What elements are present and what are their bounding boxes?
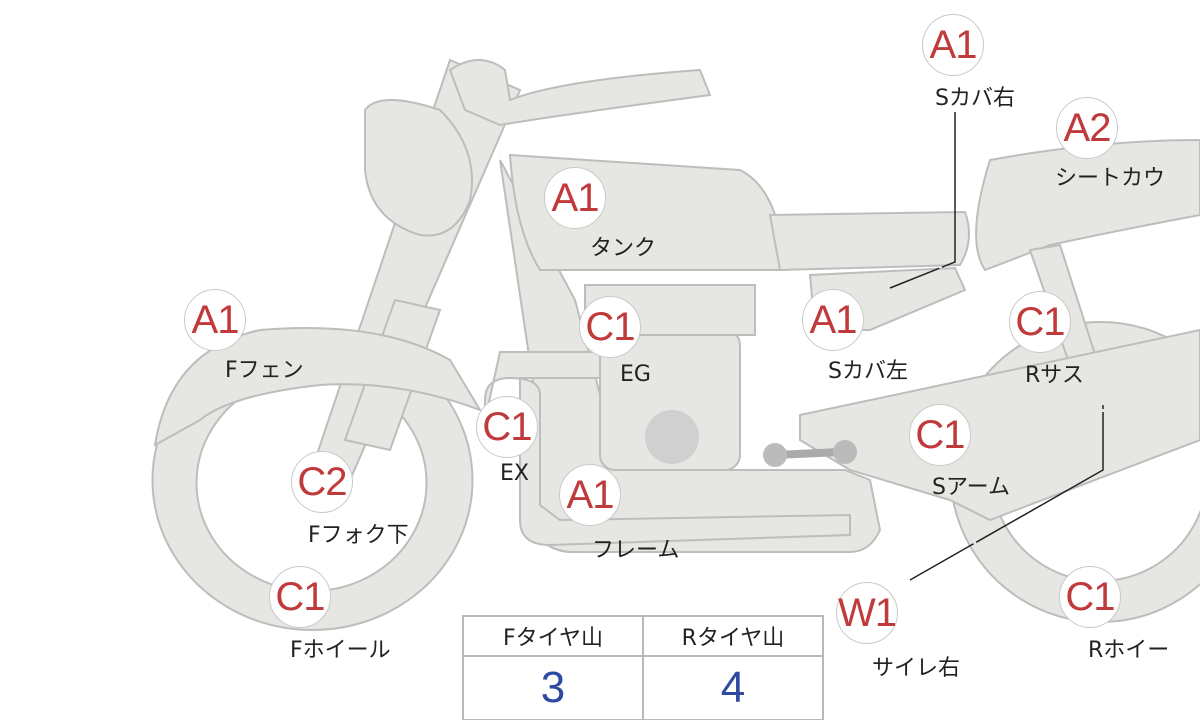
part-label-exhaust: EX: [500, 461, 529, 486]
part-label-rear-wheel: Rホイー: [1088, 638, 1170, 663]
grade-badge-side-cover-left: A1: [802, 289, 864, 351]
grade-badge-swing-arm: C1: [909, 404, 971, 466]
grade-badge-frame: A1: [559, 464, 621, 526]
tire-tread-table: Fタイヤ山 Rタイヤ山 3 4: [462, 615, 824, 720]
part-label-front-wheel: Fホイール: [290, 638, 391, 663]
part-label-engine: EG: [620, 362, 651, 387]
rear-tire-value: 4: [642, 655, 824, 720]
part-label-side-cover-left: Sカバ左: [828, 359, 908, 384]
engine-case-cover: [645, 410, 699, 464]
footpeg-end-right: [833, 440, 857, 464]
exhaust: [484, 351, 851, 547]
grade-badge-side-cover-right: A1: [922, 14, 984, 76]
part-label-silencer-right: サイレ右: [872, 656, 961, 681]
tire-table-header-row: Fタイヤ山 Rタイヤ山: [462, 615, 824, 657]
part-label-seat-cowl: シートカウ: [1055, 166, 1166, 191]
grade-badge-front-fender: A1: [184, 289, 246, 351]
part-label-front-fender: Fフェン: [225, 358, 304, 383]
part-label-side-cover-right: Sカバ右: [935, 86, 1015, 111]
leader-line-rear-suspension: [909, 405, 1104, 581]
footpeg-end-left: [763, 443, 787, 467]
headlight: [364, 99, 473, 237]
grade-badge-exhaust: C1: [476, 396, 538, 458]
leader-line-side-cover-right: [889, 112, 956, 289]
grade-badge-front-wheel: C1: [269, 566, 331, 628]
part-label-frame: フレーム: [592, 538, 680, 563]
part-label-tank: タンク: [590, 236, 657, 261]
grade-badge-tank: A1: [544, 167, 606, 229]
grade-badge-seat-cowl: A2: [1056, 97, 1118, 159]
part-label-swing-arm: Sアーム: [932, 475, 1010, 500]
part-label-rear-suspension: Rサス: [1025, 363, 1084, 388]
grade-badge-rear-suspension: C1: [1009, 291, 1071, 353]
grade-badge-silencer-right: W1: [836, 582, 898, 644]
seat: [768, 210, 970, 272]
part-label-front-fork-lower: Fフォク下: [308, 523, 409, 548]
grade-badge-engine: C1: [579, 296, 641, 358]
front-tire-header: Fタイヤ山: [462, 615, 644, 657]
tire-table-value-row: 3 4: [462, 655, 824, 720]
grade-badge-front-fork-lower: C2: [291, 451, 353, 513]
grade-badge-rear-wheel: C1: [1059, 566, 1121, 628]
rear-tire-header: Rタイヤ山: [642, 615, 824, 657]
handlebar: [448, 59, 712, 127]
front-tire-value: 3: [462, 655, 644, 720]
